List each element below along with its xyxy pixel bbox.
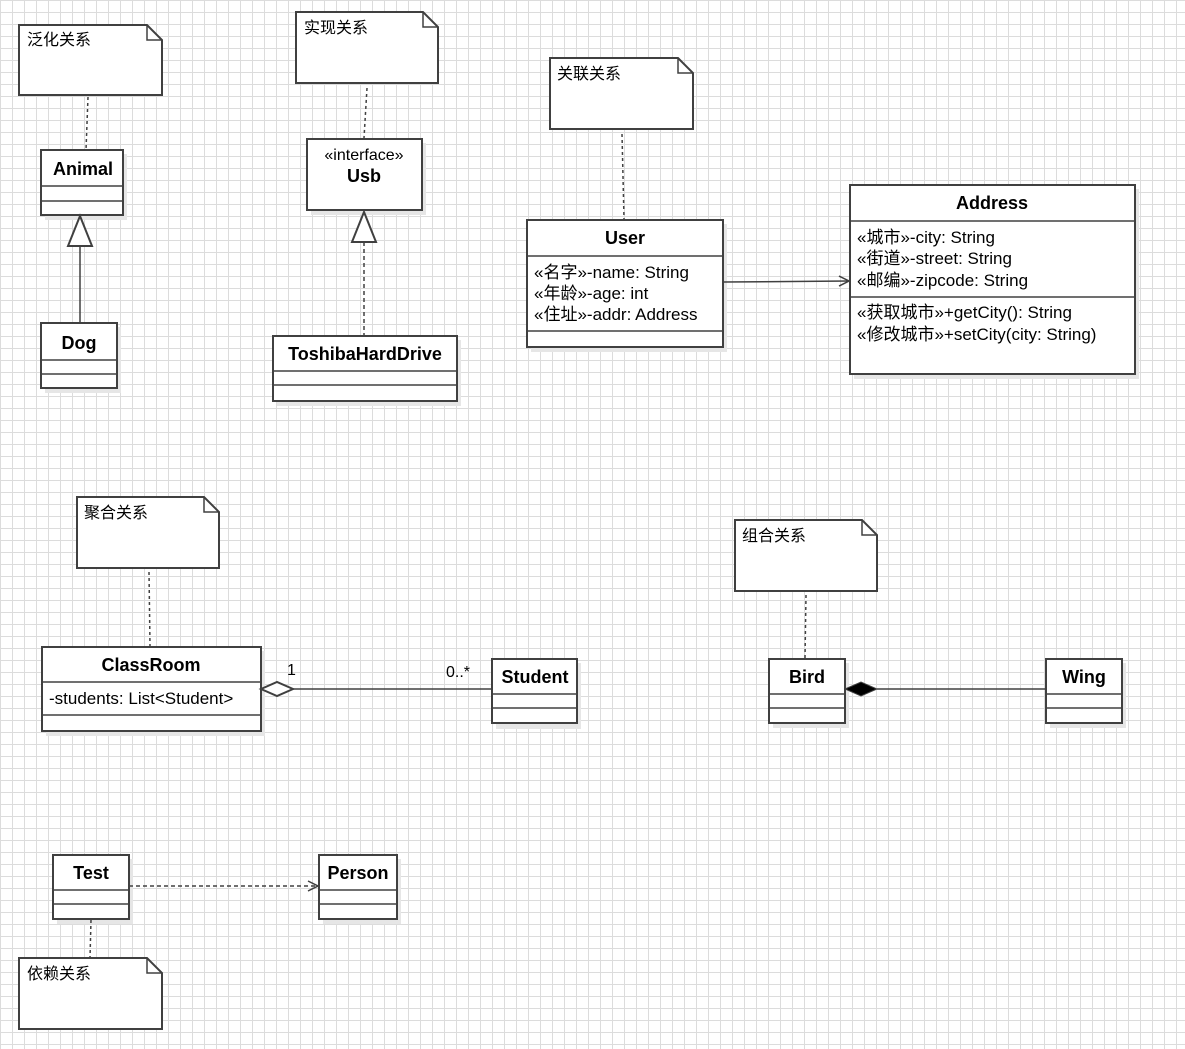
note-aggregation[interactable]: 聚合关系 [76, 496, 220, 569]
note-realization-text: 实现关系 [304, 18, 368, 37]
class-user-attribute: «名字»-name: String [534, 263, 689, 282]
note-dependency-text: 依赖关系 [27, 964, 91, 983]
note-association-text: 关联关系 [557, 64, 621, 83]
class-wing[interactable]: Wing [1045, 658, 1126, 728]
note-anchor-generalization [85, 96, 89, 151]
class-classroom-name: ClassRoom [101, 655, 200, 675]
class-student-name: Student [502, 667, 569, 687]
class-bird-name: Bird [789, 667, 825, 687]
class-person-name: Person [327, 863, 388, 883]
class-dog[interactable]: Dog [40, 322, 121, 393]
realization-toshiba-usb[interactable] [350, 209, 378, 335]
class-animal-name: Animal [53, 159, 113, 179]
composition-bird-wing[interactable] [843, 681, 1045, 697]
note-dependency[interactable]: 依赖关系 [18, 957, 163, 1030]
class-user[interactable]: User «名字»-name: String «年龄»-age: int «住址… [526, 219, 727, 352]
class-wing-name: Wing [1062, 667, 1106, 687]
class-test[interactable]: Test [52, 854, 133, 924]
class-toshibaharddrive[interactable]: ToshibaHardDrive [272, 335, 461, 406]
note-composition[interactable]: 组合关系 [734, 519, 878, 592]
class-usb-stereotype: «interface» [324, 147, 403, 164]
aggregation-classroom-student[interactable]: 1 0..* [258, 662, 491, 698]
note-generalization-text: 泛化关系 [27, 30, 91, 49]
note-generalization[interactable]: 泛化关系 [18, 24, 163, 96]
class-address-attribute: «城市»-city: String [857, 228, 995, 247]
composition-diamond [843, 681, 879, 697]
class-animal[interactable]: Animal [40, 149, 127, 220]
class-address-name: Address [956, 193, 1028, 213]
association-user-address[interactable] [723, 281, 849, 282]
note-association[interactable]: 关联关系 [549, 57, 694, 130]
class-user-attribute: «住址»-addr: Address [534, 305, 697, 324]
note-anchor-realization [363, 87, 368, 139]
note-anchor-composition [804, 594, 807, 659]
generalization-arrowhead [66, 213, 94, 247]
realization-arrowhead [350, 209, 378, 243]
multiplicity-classroom: 1 [287, 662, 296, 679]
note-anchor-association [621, 133, 625, 220]
class-classroom-attribute: -students: List<Student> [49, 689, 233, 708]
class-toshibaharddrive-name: ToshibaHardDrive [288, 344, 442, 364]
class-classroom[interactable]: ClassRoom -students: List<Student> [41, 646, 265, 736]
class-address-attribute: «邮编»-zipcode: String [857, 271, 1028, 290]
note-anchor-aggregation [148, 571, 151, 647]
multiplicity-student: 0..* [446, 664, 470, 681]
class-usb-name: Usb [347, 166, 381, 186]
note-composition-text: 组合关系 [742, 526, 806, 545]
class-user-attribute: «年龄»-age: int [534, 284, 649, 303]
generalization-dog-animal[interactable] [66, 213, 94, 323]
class-test-name: Test [73, 863, 109, 883]
class-bird[interactable]: Bird [768, 658, 849, 728]
class-address-attribute: «街道»-street: String [857, 249, 1012, 268]
class-dog-name: Dog [62, 333, 97, 353]
class-student[interactable]: Student [491, 658, 581, 729]
class-address-operation: «修改城市»+setCity(city: String) [857, 325, 1096, 344]
note-realization[interactable]: 实现关系 [295, 11, 439, 84]
class-usb[interactable]: «interface» Usb [306, 138, 426, 215]
class-address[interactable]: Address «城市»-city: String «街道»-street: S… [849, 184, 1139, 379]
class-address-operation: «获取城市»+getCity(): String [857, 303, 1072, 322]
note-aggregation-text: 聚合关系 [84, 503, 148, 522]
class-user-name: User [605, 228, 645, 248]
note-anchor-dependency [89, 919, 92, 959]
aggregation-diamond [258, 680, 296, 698]
class-person[interactable]: Person [318, 854, 401, 924]
